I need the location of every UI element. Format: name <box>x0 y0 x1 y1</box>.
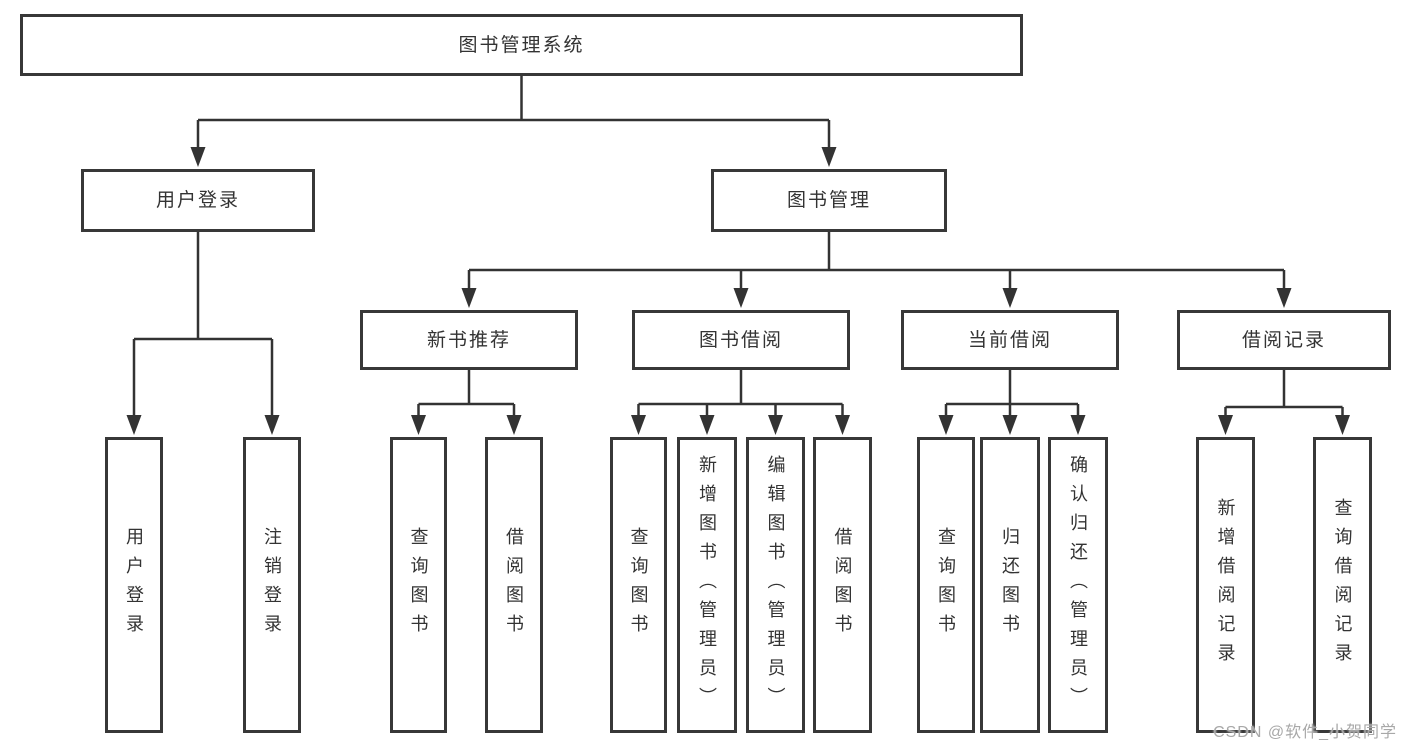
leaf-borrow-borrow-books: 借阅图书 <box>813 437 872 733</box>
node-book-management-label: 图书管理 <box>786 190 871 211</box>
leaf-logout-label: 注销登录 <box>262 527 282 643</box>
leaf-records-add-record-label: 新增借阅记录 <box>1215 498 1236 672</box>
leaf-records-add-record: 新增借阅记录 <box>1196 437 1255 733</box>
node-new-book-recommend: 新书推荐 <box>360 310 578 370</box>
leaf-borrow-edit-books-admin-label: 编辑图书（管理员） <box>765 454 786 716</box>
leaf-current-confirm-return-admin-label: 确认归还（管理员） <box>1068 454 1088 716</box>
leaf-current-return-books: 归还图书 <box>980 437 1040 733</box>
leaf-borrow-edit-books-admin: 编辑图书（管理员） <box>746 437 805 733</box>
leaf-borrow-add-books-admin-label: 新增图书（管理员） <box>697 454 717 716</box>
node-borrow-records-label: 借阅记录 <box>1241 329 1326 351</box>
leaf-current-return-books-label: 归还图书 <box>1000 527 1020 643</box>
node-root: 图书管理系统 <box>20 14 1023 76</box>
leaf-borrow-borrow-books-label: 借阅图书 <box>832 527 853 643</box>
csdn-watermark: CSDN @软件_小贺同学 <box>1213 724 1397 741</box>
leaf-current-confirm-return-admin: 确认归还（管理员） <box>1048 437 1108 733</box>
leaf-current-query-books: 查询图书 <box>917 437 975 733</box>
leaf-newbook-borrow-books-label: 借阅图书 <box>504 527 524 643</box>
node-current-borrow-label: 当前借阅 <box>967 329 1052 351</box>
leaf-borrow-query-books: 查询图书 <box>610 437 667 733</box>
leaf-user-login: 用户登录 <box>105 437 163 733</box>
leaf-current-query-books-label: 查询图书 <box>936 527 956 643</box>
node-user-login-label: 用户登录 <box>155 190 240 211</box>
leaf-logout: 注销登录 <box>243 437 301 733</box>
leaf-borrow-query-books-label: 查询图书 <box>628 527 649 643</box>
leaf-user-login-label: 用户登录 <box>124 527 144 643</box>
node-current-borrow: 当前借阅 <box>901 310 1119 370</box>
leaf-newbook-query-books-label: 查询图书 <box>408 527 429 643</box>
node-root-label: 图书管理系统 <box>458 34 585 56</box>
leaf-records-query-record: 查询借阅记录 <box>1313 437 1372 733</box>
node-book-borrow-label: 图书借阅 <box>698 329 783 351</box>
leaf-borrow-add-books-admin: 新增图书（管理员） <box>677 437 737 733</box>
leaf-newbook-borrow-books: 借阅图书 <box>485 437 543 733</box>
node-book-borrow: 图书借阅 <box>632 310 850 370</box>
node-book-management: 图书管理 <box>711 169 947 232</box>
arrow-down-icon <box>126 147 1350 435</box>
leaf-records-query-record-label: 查询借阅记录 <box>1332 498 1353 672</box>
leaf-newbook-query-books: 查询图书 <box>390 437 447 733</box>
node-new-book-recommend-label: 新书推荐 <box>426 329 511 351</box>
node-borrow-records: 借阅记录 <box>1177 310 1391 370</box>
node-user-login: 用户登录 <box>81 169 315 232</box>
